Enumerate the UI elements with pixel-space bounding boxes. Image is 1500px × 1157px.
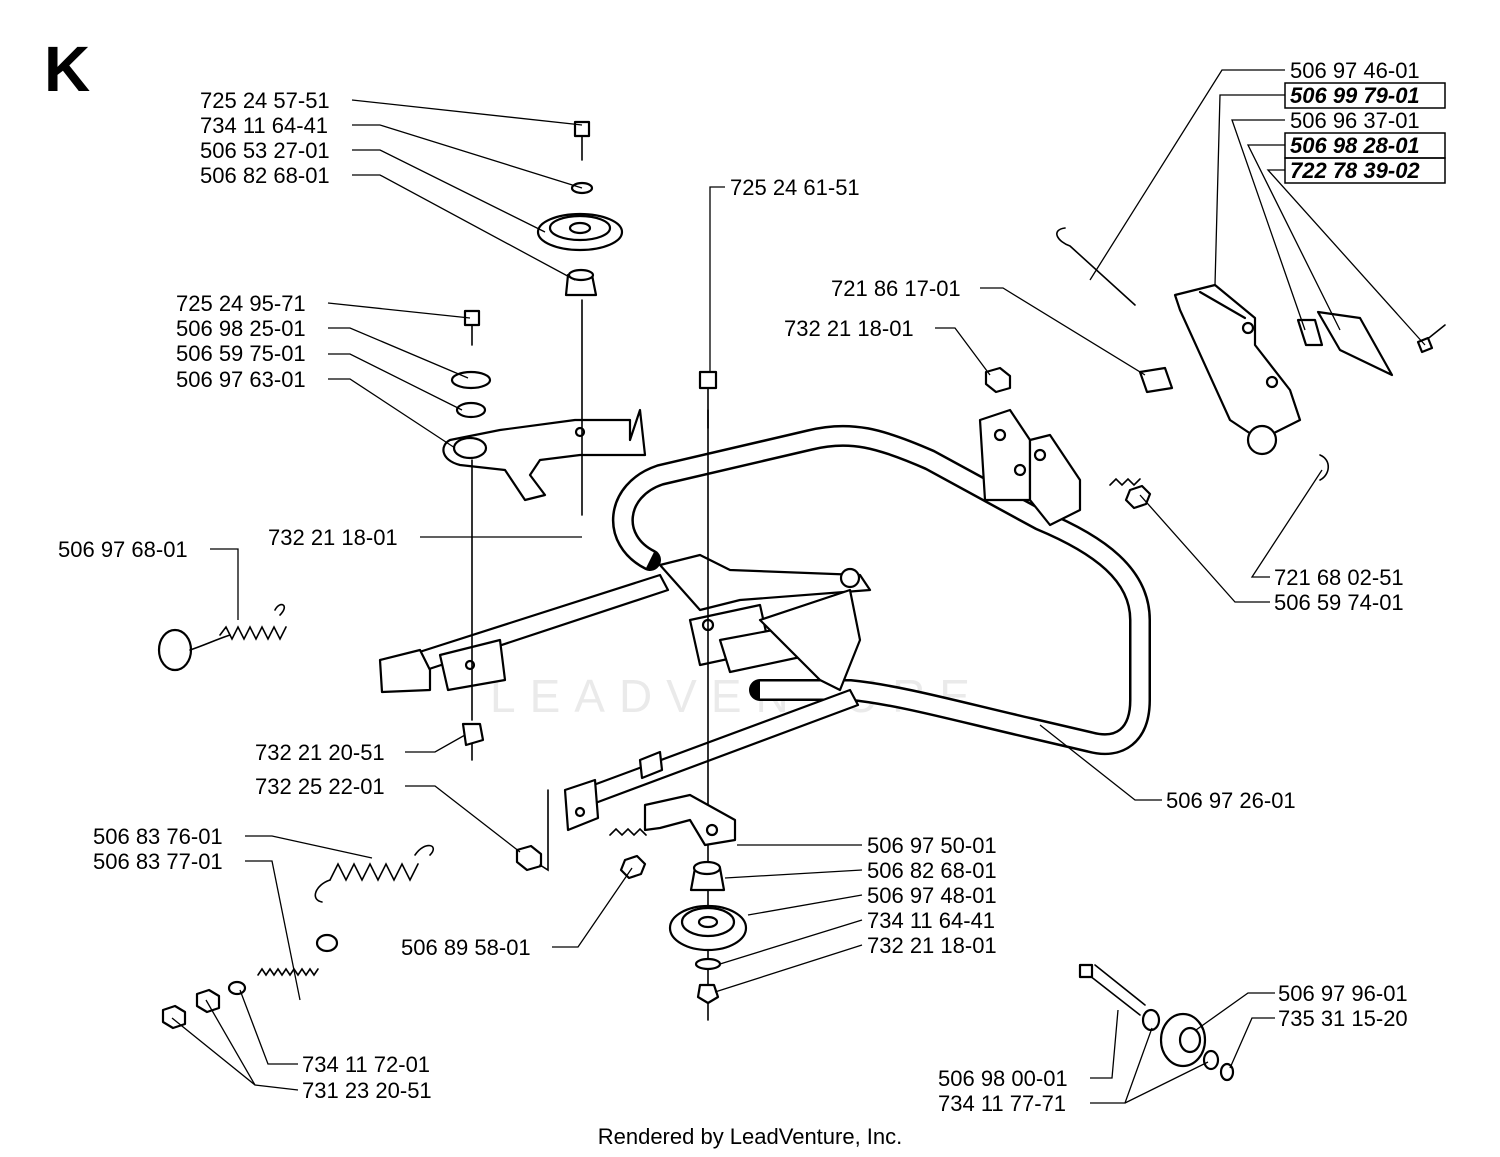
part-label: 506 97 48-01 [867, 883, 997, 908]
part-label: 506 89 58-01 [401, 935, 531, 960]
part-label: 506 97 63-01 [176, 367, 306, 392]
part-label: 506 98 00-01 [938, 1066, 1068, 1091]
part-label: 506 97 26-01 [1166, 788, 1296, 813]
part-label: 506 53 27-01 [200, 138, 330, 163]
part-label: 506 82 68-01 [867, 858, 997, 883]
part-label: 506 83 76-01 [93, 824, 223, 849]
part-label: 506 98 25-01 [176, 316, 306, 341]
part-label: 734 11 77-71 [938, 1091, 1066, 1116]
highlight-boxes [1284, 82, 1446, 184]
section-letter: K [44, 33, 91, 105]
part-label: 732 21 18-01 [867, 933, 997, 958]
part-label: 506 59 74-01 [1274, 590, 1404, 615]
part-label: 506 97 50-01 [867, 833, 997, 858]
part-label: 735 31 15-20 [1278, 1006, 1408, 1031]
rear-plate [978, 408, 1032, 502]
callout-labels: 725 24 57-51 734 11 64-41 506 53 27-01 5… [58, 58, 1420, 1116]
part-label: 725 24 95-71 [176, 291, 306, 316]
part-label: 506 96 37-01 [1290, 108, 1420, 133]
wheel-assembly [1078, 963, 1235, 1082]
part-label-highlighted: 506 99 79-01 [1290, 83, 1420, 108]
part-label: 506 82 68-01 [200, 163, 330, 188]
part-label: 734 11 64-41 [867, 908, 995, 933]
part-label: 721 68 02-51 [1274, 565, 1404, 590]
part-label: 725 24 61-51 [730, 175, 860, 200]
frame-drawing [157, 120, 1446, 1082]
part-label-highlighted: 506 98 28-01 [1290, 133, 1420, 158]
left-bracket [378, 648, 432, 694]
part-label-highlighted: 722 78 39-02 [1290, 158, 1420, 183]
lower-bracket [643, 793, 737, 847]
leader-lines [171, 69, 1426, 1104]
part-label: 506 97 68-01 [58, 537, 188, 562]
part-label: 725 24 57-51 [200, 88, 330, 113]
part-label: 732 21 18-01 [268, 525, 398, 550]
footer-credit: Rendered by LeadVenture, Inc. [597, 1124, 903, 1149]
part-label: 506 97 46-01 [1290, 58, 1420, 83]
part-label: 734 11 72-01 [302, 1052, 430, 1077]
part-label: 732 21 20-51 [255, 740, 385, 765]
part-label: 506 59 75-01 [176, 341, 306, 366]
spring-left [157, 603, 287, 672]
pedal-assembly [1056, 227, 1446, 481]
part-label: 732 21 18-01 [784, 316, 914, 341]
part-label: 721 86 17-01 [831, 276, 961, 301]
part-label: 734 11 64-41 [200, 113, 328, 138]
part-label: 506 83 77-01 [93, 849, 223, 874]
part-label: 731 23 20-51 [302, 1078, 432, 1103]
upper-idler-bracket [442, 408, 647, 502]
part-label: 732 25 22-01 [255, 774, 385, 799]
center-bracket [658, 553, 872, 612]
part-label: 506 97 96-01 [1278, 981, 1408, 1006]
spring-lower [314, 844, 435, 903]
eye-bolt [257, 933, 339, 977]
